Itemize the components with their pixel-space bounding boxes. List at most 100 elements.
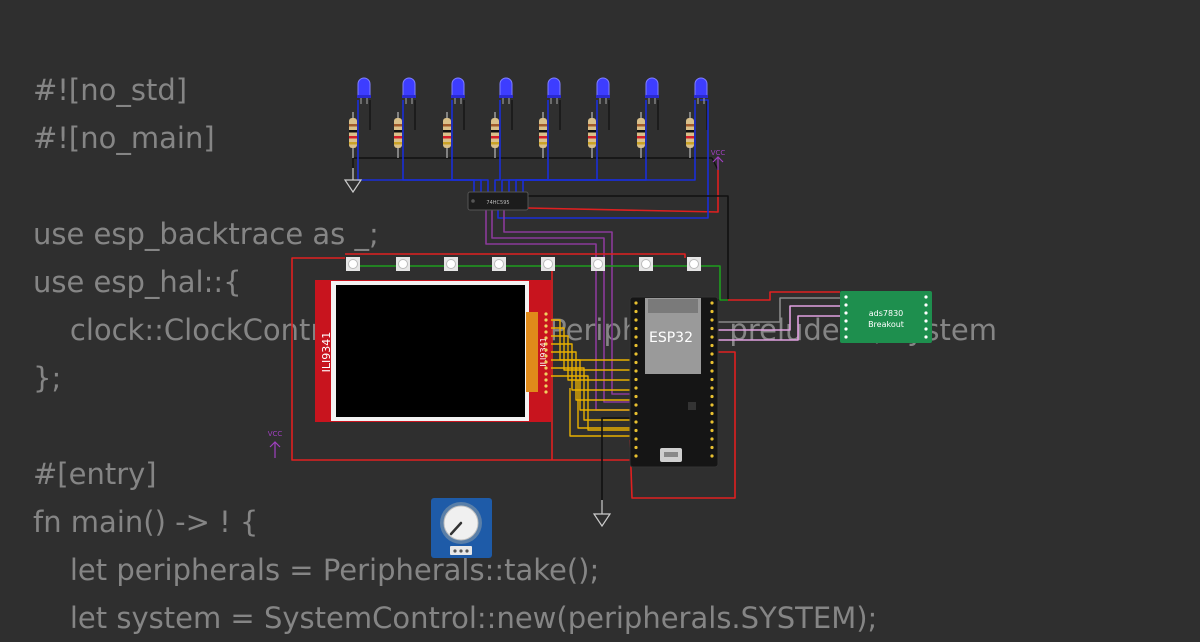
neopixel [639,257,653,271]
wire [508,100,598,192]
tft-display[interactable]: ILI9341 ILI9341 [315,280,551,422]
pin [634,301,638,305]
pin [634,403,638,407]
pin [844,311,848,315]
vcc-symbol: VCC [268,430,283,458]
wire [601,417,630,500]
pin [634,309,638,314]
pin [634,445,638,450]
pin [710,309,714,314]
pin [544,330,548,334]
pin [710,403,714,407]
wires [291,99,840,500]
vcc-label: VCC [711,149,726,157]
ground-symbol [343,168,363,194]
wire [491,210,630,403]
pin [710,394,714,399]
adc-label: ads7830 [869,309,904,318]
potentiometer[interactable] [431,498,492,558]
neopixel [541,257,555,271]
pin [634,454,638,458]
wire [345,253,686,258]
code-line: fn main() -> ! { [33,505,259,539]
pin [844,335,848,339]
wire [291,257,630,461]
pin [844,295,848,299]
wire [548,375,630,431]
led-array [357,77,708,104]
wire [548,343,630,391]
pin [710,360,714,365]
pin [710,343,714,348]
pin [924,319,928,323]
pin [710,318,714,322]
resistor-array [349,112,694,158]
pin [924,335,928,339]
code-line: }; [33,361,62,395]
pin [924,311,928,315]
pin [710,445,714,450]
wire [357,100,475,192]
pin [634,369,638,373]
pin [924,327,928,331]
pin [710,386,714,390]
pin [710,326,714,331]
pin [634,343,638,348]
display-label: ILI9341 [320,332,333,373]
pin [924,295,928,299]
pin [634,352,638,356]
pin [544,336,548,340]
resistor [588,112,596,158]
pin [710,428,714,433]
wire [451,100,489,192]
pin [634,326,638,331]
esp32-board[interactable]: ESP32 [629,296,719,468]
code-line: #[entry] [33,457,157,491]
led [402,77,416,104]
pin [710,411,714,416]
vcc-label: VCC [268,430,283,438]
led [694,77,708,104]
wire [528,195,729,310]
pin [544,318,548,322]
wire [718,305,840,331]
neopixel [591,257,605,271]
code-line: #![no_std] [33,73,188,107]
wire [548,327,630,371]
neopixel [444,257,458,271]
pin [544,324,548,328]
wire [548,319,630,361]
adc-pin-holes [844,295,928,339]
pin [710,420,714,424]
wire [522,100,696,192]
mcu-label: ESP32 [649,330,693,346]
pin [634,437,638,441]
ads7830-breakout[interactable]: ads7830 Breakout [840,291,932,343]
code-line: let peripherals = Peripherals::take(); [33,553,600,587]
resistor [394,112,402,158]
pin [544,312,548,316]
pin [544,372,548,376]
pin [544,390,548,394]
wire [548,359,630,411]
pin [634,335,638,339]
resistor [349,112,357,158]
wire [718,315,840,341]
pin [544,378,548,382]
led [547,77,561,104]
shift-register-chip[interactable]: 74HC595 [467,191,529,211]
vcc-symbol: VCC [711,149,726,170]
wire [718,297,840,323]
wire [527,170,719,213]
pin [544,354,548,358]
pin [634,428,638,433]
resistor [491,112,499,158]
code-line: use esp_backtrace as _; [33,217,379,251]
wire [629,351,736,499]
esp32-pin-headers [634,301,714,458]
pin [634,360,638,365]
wire [515,100,647,192]
pin [710,369,714,373]
pin [924,303,928,307]
neopixel [396,257,410,271]
